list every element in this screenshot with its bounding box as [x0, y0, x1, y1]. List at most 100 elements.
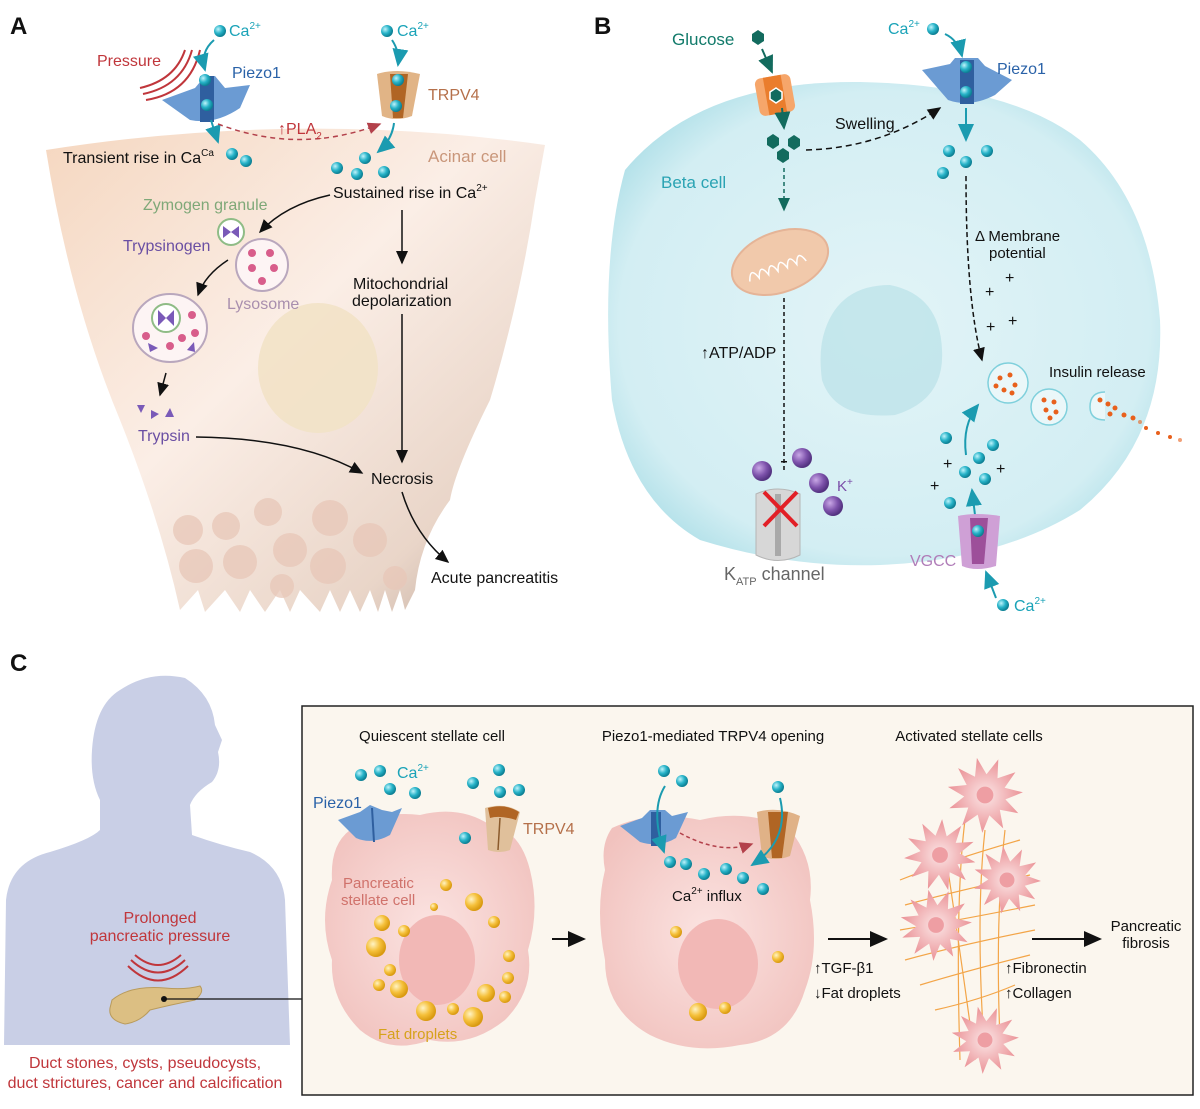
glucose-uptake-arrow	[758, 48, 773, 74]
trypsinogen-icon	[223, 226, 239, 238]
calcium-exocytosis-arrow	[961, 403, 980, 456]
calcium-ion	[959, 466, 971, 478]
acinar-cell-label: Acinar cell	[428, 147, 506, 166]
membrane-potential-label-2: potential	[989, 245, 1046, 262]
panel-c-letter: C	[10, 650, 27, 677]
svg-text:+: +	[986, 319, 995, 336]
calcium-ion	[940, 432, 952, 444]
potassium-ion	[823, 496, 843, 516]
calcium-entry-arrow	[965, 488, 982, 516]
calcium-influx-label: Ca2+ influx	[672, 886, 742, 905]
calcium-ion	[960, 61, 972, 73]
calcium-ion	[960, 156, 972, 168]
stellate-nucleus	[678, 919, 758, 1009]
fat-droplets-label: Fat droplets	[378, 1026, 457, 1043]
pla2-label: ↑PLA2	[278, 121, 322, 142]
causes-label-1: Duct stones, cysts, pseudocysts,	[29, 1055, 261, 1072]
fat-droplets	[670, 926, 784, 1021]
calcium-influx-arrow	[391, 39, 409, 67]
stage2-title: Piezo1-mediated TRPV4 opening	[602, 728, 824, 745]
svg-text:+: +	[1005, 270, 1014, 287]
calcium-ion	[987, 439, 999, 451]
potassium-ion	[792, 448, 812, 468]
calcium-ions	[658, 765, 784, 895]
piezo1-label: Piezo1	[313, 795, 362, 812]
piezo1-channel-icon	[620, 810, 688, 846]
activated-stellate-cells	[900, 757, 1041, 1074]
activated-stellate-nucleus	[977, 1032, 993, 1048]
stellate-nucleus	[399, 915, 475, 1005]
lysosome-label: Lysosome	[227, 296, 299, 313]
calcium-ion	[331, 162, 343, 174]
panel-a: A Pressure Piezo1 Ca2+	[10, 13, 558, 612]
activated-stellate-nucleus	[928, 917, 944, 933]
trpv4-label: TRPV4	[428, 87, 480, 104]
tgf-beta-label: ↑TGF-β1	[814, 960, 873, 977]
calcium-label: Ca2+	[888, 19, 920, 38]
membrane-potential-arrow	[965, 175, 985, 362]
pancreas-icon	[109, 985, 203, 1025]
calcium-ion	[381, 25, 393, 37]
calcium-entry-arrow	[651, 785, 667, 854]
calcium-ions	[355, 764, 525, 844]
glucose-label: Glucose	[672, 30, 734, 49]
pathway-arrow	[195, 436, 364, 474]
piezo1-channel-icon	[338, 805, 402, 843]
calcium-ion	[226, 148, 238, 160]
calcium-label: Ca2+	[397, 763, 429, 782]
calcium-ion	[351, 168, 363, 180]
activated-stellate-nucleus	[976, 786, 994, 804]
mitochondrial-label-1: Mitochondrial	[353, 276, 448, 293]
calcium-ion	[927, 23, 939, 35]
svg-text:+: +	[985, 284, 994, 301]
piezo1-label: Piezo1	[997, 61, 1046, 78]
atp-adp-label: ↑ATP/ADP	[701, 345, 776, 362]
potassium-ion	[809, 473, 829, 493]
calcium-influx-arrow	[944, 33, 966, 58]
beta-cell-label: Beta cell	[661, 173, 726, 192]
trypsinogen-label: Trypsinogen	[123, 238, 210, 255]
transient-rise-label: Transient rise in CaCa	[63, 148, 214, 167]
fibronectin-label: ↑Fibronectin	[1005, 960, 1087, 977]
panel-a-letter: A	[10, 13, 27, 40]
activated-stellate-nucleus	[999, 872, 1015, 888]
calcium-entry-arrow	[205, 119, 221, 144]
calcium-ion	[997, 599, 1009, 611]
trypsin-label: Trypsin	[138, 428, 190, 445]
blocked-x-icon	[762, 490, 799, 528]
panel-b: B Glucose Swelling Beta cell	[594, 13, 1182, 615]
granule-cluster	[173, 498, 407, 598]
psc-label-2: stellate cell	[341, 892, 415, 909]
calcium-ion	[390, 100, 402, 112]
mitochondrial-label-2: depolarization	[352, 293, 452, 310]
calcium-ion	[937, 167, 949, 179]
prolonged-pressure-label-2: pancreatic pressure	[90, 928, 231, 945]
lysosomal-enzymes	[248, 249, 278, 285]
calcium-ion	[199, 74, 211, 86]
pathway-arrow	[157, 372, 169, 397]
prolonged-pressure-label-1: Prolonged	[124, 910, 197, 927]
fibrosis-label-2: fibrosis	[1122, 935, 1170, 952]
calcium-influx-arrow	[984, 570, 1000, 599]
glucose-transporter-icon	[754, 74, 796, 116]
calcium-ion	[392, 74, 404, 86]
lysosomal-enzymes	[142, 311, 199, 350]
svg-text:+: +	[943, 456, 952, 473]
zymogen-granule-label: Zymogen granule	[143, 197, 268, 214]
insulin-granule-icon	[987, 362, 1029, 404]
calcium-ion	[378, 166, 390, 178]
calcium-ion	[973, 452, 985, 464]
mitochondrion-icon	[730, 228, 830, 296]
causes-label-2: duct strictures, cancer and calcificatio…	[8, 1075, 283, 1092]
piezo-trpv4-activation-arrow	[679, 832, 754, 854]
calcium-entry-arrow	[376, 122, 396, 154]
calcium-ion	[359, 152, 371, 164]
glucose-entry-arrow	[774, 107, 791, 130]
pressure-waves-icon	[127, 954, 189, 982]
katp-channel-label: KATP channel	[724, 564, 825, 588]
insulin-release-label: Insulin release	[1049, 364, 1146, 381]
calcium-ion	[240, 155, 252, 167]
psc-label-1: Pancreatic	[343, 875, 414, 892]
calcium-ion	[214, 25, 226, 37]
